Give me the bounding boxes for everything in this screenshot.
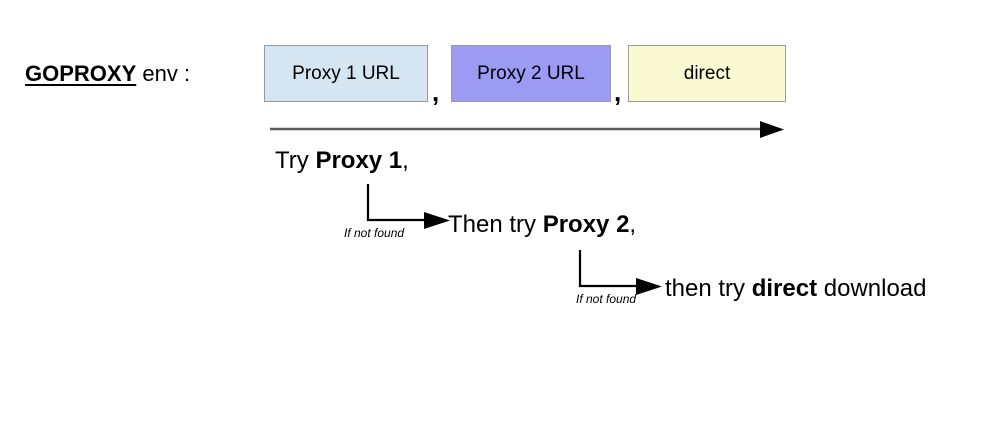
fallback-caption-1: If not found <box>344 226 405 240</box>
goproxy-env-label: GOPROXY env : <box>25 60 190 88</box>
goproxy-suffix: env : <box>136 61 191 86</box>
step-3-emphasis: direct <box>751 275 818 302</box>
step-2-emphasis: Proxy 2 <box>542 211 630 238</box>
fallback-elbow-arrow-2-icon <box>578 250 662 295</box>
step-1-emphasis: Proxy 1 <box>315 147 403 174</box>
step-try-proxy-1: Try Proxy 1, <box>275 146 409 176</box>
proxy-1-box-label: Proxy 1 URL <box>292 62 400 84</box>
fallback-caption-2: If not found <box>576 292 637 306</box>
goproxy-key: GOPROXY <box>25 61 137 86</box>
proxy-1-box: Proxy 1 URL <box>264 45 428 102</box>
proxy-2-box: Proxy 2 URL <box>451 45 611 102</box>
step-1-suffix: , <box>402 147 409 174</box>
separator-comma-1: , <box>432 77 440 107</box>
step-2-prefix: Then try <box>448 211 543 238</box>
proxy-2-box-label: Proxy 2 URL <box>477 62 585 84</box>
step-try-direct-download: then try direct download <box>665 274 927 304</box>
step-2-suffix: , <box>629 211 637 238</box>
step-3-suffix: download <box>817 275 927 302</box>
direct-box-label: direct <box>683 62 731 84</box>
order-flow-arrow-icon <box>270 121 784 138</box>
fallback-elbow-arrow-1-icon <box>366 184 450 229</box>
direct-box: direct <box>628 45 786 102</box>
step-1-prefix: Try <box>275 147 316 174</box>
step-try-proxy-2: Then try Proxy 2, <box>448 210 636 240</box>
step-3-prefix: then try <box>665 275 752 302</box>
separator-comma-2: , <box>614 77 622 107</box>
